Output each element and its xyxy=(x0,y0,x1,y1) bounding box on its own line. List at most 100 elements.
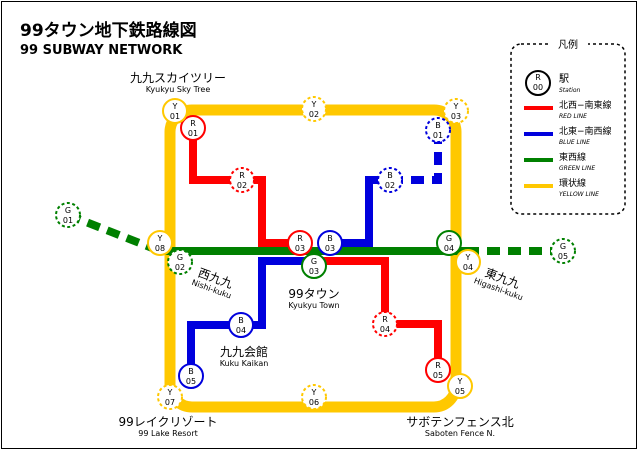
station-r03[interactable]: R03 xyxy=(287,230,313,256)
legend-green-label: 東西線 xyxy=(559,151,586,163)
station-circle[interactable] xyxy=(301,96,327,122)
legend: 凡例 R 00 駅 Station 北西−南東線 RED LINE 北東−南西線… xyxy=(510,38,626,215)
station-b04[interactable]: B04 xyxy=(228,312,254,338)
legend-station-circle xyxy=(525,70,551,96)
blue-line-south-segment xyxy=(187,257,313,376)
station-number: 02 xyxy=(175,263,185,272)
station-circle[interactable] xyxy=(436,230,462,256)
station-code: Y xyxy=(157,234,163,243)
station-number: 04 xyxy=(463,263,473,272)
station-circle[interactable] xyxy=(229,167,255,193)
station-circle[interactable] xyxy=(147,230,173,256)
blue-line-extension-north xyxy=(390,130,442,184)
legend-yellow-label: 環状線 xyxy=(559,177,586,189)
station-g01[interactable]: G01 xyxy=(55,202,81,228)
place-label-higashi-kuku: 東九九 Higashi-kuku xyxy=(473,266,524,303)
station-g02[interactable]: G02 xyxy=(167,249,193,275)
station-circle[interactable] xyxy=(425,357,451,383)
station-number: 03 xyxy=(309,267,319,276)
station-y03[interactable]: Y03 xyxy=(443,98,469,124)
station-circle[interactable] xyxy=(228,312,254,338)
legend-station-label: 駅 xyxy=(559,73,569,85)
station-code: R xyxy=(239,171,245,180)
station-r04[interactable]: R04 xyxy=(372,311,398,337)
station-circle[interactable] xyxy=(372,311,398,337)
station-number: 03 xyxy=(295,244,305,253)
legend-blue-label: 北東−南西線 xyxy=(559,125,612,137)
station-code: Y xyxy=(311,100,317,109)
station-b03[interactable]: B03 xyxy=(317,230,343,256)
station-b01[interactable]: B01 xyxy=(425,117,451,143)
map-title-en: 99 SUBWAY NETWORK xyxy=(20,43,183,58)
station-number: 02 xyxy=(385,181,395,190)
station-circle[interactable] xyxy=(167,249,193,275)
station-circle[interactable] xyxy=(455,249,481,275)
station-circle[interactable] xyxy=(162,98,188,124)
station-r05[interactable]: R05 xyxy=(425,357,451,383)
station-y01[interactable]: Y01 xyxy=(162,98,188,124)
station-b05[interactable]: B05 xyxy=(178,363,204,389)
station-y08[interactable]: Y08 xyxy=(147,230,173,256)
station-g05[interactable]: G05 xyxy=(550,238,576,264)
station-y02[interactable]: Y02 xyxy=(301,96,327,122)
station-circle[interactable] xyxy=(443,98,469,124)
station-circle[interactable] xyxy=(180,115,206,141)
station-code: Y xyxy=(172,102,178,111)
station-circle[interactable] xyxy=(287,230,313,256)
station-number: 05 xyxy=(433,371,443,380)
place-label-saboten-fence: サボテンフェンス北 Saboten Fence N. xyxy=(406,415,513,438)
station-circle[interactable] xyxy=(317,230,343,256)
legend-red-line: 北西−南東線 RED LINE xyxy=(524,99,612,120)
station-y05[interactable]: Y05 xyxy=(447,373,473,399)
station-r01[interactable]: R01 xyxy=(180,115,206,141)
station-number: 07 xyxy=(165,398,175,407)
station-code: Y xyxy=(457,377,463,386)
legend-green-label-en: GREEN LINE xyxy=(559,165,595,172)
station-b02[interactable]: B02 xyxy=(377,167,403,193)
station-y04[interactable]: Y04 xyxy=(455,249,481,275)
station-code: B xyxy=(387,171,393,180)
station-g03[interactable]: G03 xyxy=(301,253,327,279)
place-label-kuku-kaikan: 九九会館 Kuku Kaikan xyxy=(220,344,269,368)
red-line-north-segment xyxy=(189,128,300,247)
legend-blue-label-en: BLUE LINE xyxy=(559,139,590,146)
station-number: 04 xyxy=(444,244,454,253)
legend-station-label-en: Station xyxy=(559,87,581,94)
station-circle[interactable] xyxy=(55,202,81,228)
station-code: G xyxy=(446,234,452,243)
station-circle[interactable] xyxy=(447,373,473,399)
legend-red-label-en: RED LINE xyxy=(559,113,587,120)
legend-yellow-line: 環状線 YELLOW LINE xyxy=(524,177,599,198)
station-g04[interactable]: G04 xyxy=(436,230,462,256)
station-code: R xyxy=(297,234,303,243)
station-r02[interactable]: R02 xyxy=(229,167,255,193)
legend-station-sample: R 00 駅 Station xyxy=(525,70,581,96)
station-code: B xyxy=(188,367,194,376)
station-number: 08 xyxy=(155,244,165,253)
station-circle[interactable] xyxy=(301,384,327,410)
station-circle[interactable] xyxy=(550,238,576,264)
station-y06[interactable]: Y06 xyxy=(301,384,327,410)
station-number: 02 xyxy=(309,110,319,119)
station-code: R xyxy=(190,119,196,128)
station-circle[interactable] xyxy=(301,253,327,279)
station-circle[interactable] xyxy=(157,384,183,410)
station-circle[interactable] xyxy=(377,167,403,193)
station-circle[interactable] xyxy=(178,363,204,389)
station-number: 03 xyxy=(325,244,335,253)
place-label-en: Kyukyu Town xyxy=(288,301,339,310)
station-code: Y xyxy=(453,102,459,111)
legend-title-bg xyxy=(548,38,588,50)
station-y07[interactable]: Y07 xyxy=(157,384,183,410)
stations-layer: R01R02R03R04R05B01B02B03B04B05G01G02G03G… xyxy=(55,96,576,410)
place-label-ja: 九九スカイツリー xyxy=(130,71,226,85)
place-label-en: Kyukyu Sky Tree xyxy=(146,85,211,94)
station-code: B xyxy=(435,121,441,130)
station-number: 03 xyxy=(451,112,461,121)
station-circle[interactable] xyxy=(425,117,451,143)
station-code: R xyxy=(382,315,388,324)
station-number: 01 xyxy=(170,112,180,121)
station-number: 05 xyxy=(186,377,196,386)
station-code: G xyxy=(560,242,566,251)
